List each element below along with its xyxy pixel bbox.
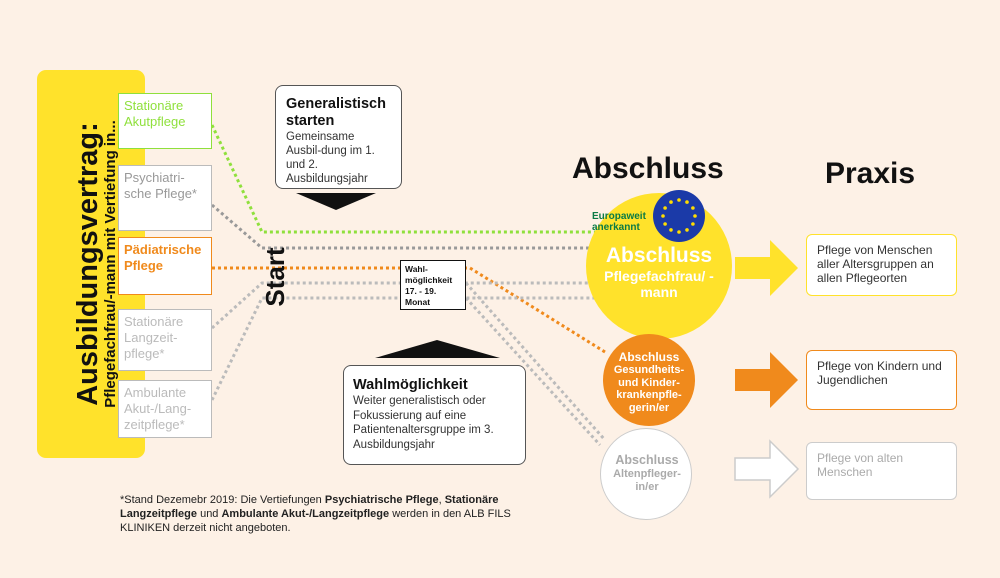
header-praxis: Praxis [825, 157, 916, 190]
practice-all-ages: Pflege von Menschen aller Altersgruppen … [806, 234, 957, 296]
degree-altenpflege: Abschluss Altenpfleger-in/er [600, 428, 692, 520]
degree-1-subtitle: Pflegefachfrau/ -mann [604, 268, 714, 300]
spec-paediatrie: Pädiatrische Pflege [118, 237, 212, 295]
start-label-box: Start [255, 237, 295, 317]
line-akutpflege [210, 124, 600, 234]
down-triangle [296, 193, 376, 210]
contract-title: Ausbildungsvertrag: [72, 122, 104, 406]
arrow-orange [735, 352, 798, 408]
footnote-b1: Psychiatrische Pflege [324, 494, 439, 506]
footnote: *Stand Dezemebr 2019: Die Vertiefungen P… [120, 493, 540, 535]
line-langzeit [210, 281, 600, 330]
contract-text: Ausbildungsvertrag: Pflegefachfrau/-mann… [72, 70, 119, 458]
degree-2-subtitle: Gesundheits- und Kinder-krankenpfle-geri… [613, 364, 685, 414]
degree-2-title: Abschluss [618, 350, 680, 364]
spec-psychiatrie: Psychiatri-sche Pflege* [118, 165, 212, 231]
footnote-mid: und [197, 508, 222, 520]
generalist-box: Generalistisch starten Gemeinsame Ausbil… [275, 85, 402, 189]
line-paediatrie [212, 266, 606, 354]
choice-point-text1: Wahl-möglichkeit [405, 264, 453, 285]
up-triangle [375, 340, 500, 358]
footnote-post: werden in den ALB FILS KLINIKEN derzeit … [120, 508, 511, 534]
practice-elderly: Pflege von alten Menschen [806, 442, 957, 500]
spec-akutpflege: Stationäre Akutpflege [118, 93, 212, 149]
footnote-pre: *Stand Dezemebr 2019: Die Vertiefungen [120, 494, 325, 506]
start-label: Start [260, 247, 290, 307]
arrow-yellow [735, 240, 798, 296]
line-alten-1 [464, 282, 607, 441]
degree-1-title: Abschluss [605, 244, 713, 267]
degree-gesundheits-kinderkrankenpflege: Abschluss Gesundheits- und Kinder-kranke… [603, 334, 695, 426]
choice-text: Weiter generalistisch oder Fokussierung … [353, 395, 494, 451]
choice-point-box: Wahl-möglichkeit 17. - 19. Monat [400, 260, 466, 310]
arrow-white [734, 439, 800, 499]
footnote-sep1: , [438, 494, 442, 506]
contract-subtitle: Pflegefachfrau/-mann mit Vertiefung in..… [102, 120, 119, 408]
choice-point-text2: 17. - 19. Monat [405, 286, 437, 307]
eu-flag-icon [653, 190, 705, 242]
generalist-title: Generalistisch starten [286, 96, 386, 129]
footnote-b3: Ambulante Akut-/Langzeitpflege [221, 508, 390, 520]
practice-children: Pflege von Kindern und Jugendlichen [806, 350, 957, 410]
degree-3-title: Abschluss [615, 453, 679, 467]
line-ambulant [210, 296, 600, 401]
footnote-b2: Stationäre Langzeitpflege [120, 494, 499, 520]
spec-langzeit: Stationäre Langzeit-pflege* [118, 309, 212, 371]
generalist-text: Gemeinsame Ausbil-dung im 1. und 2. Ausb… [286, 131, 375, 185]
degree-3-subtitle: Altenpfleger-in/er [613, 468, 681, 493]
header-abschluss: Abschluss [572, 152, 724, 185]
choice-title: Wahlmöglichkeit [353, 377, 468, 393]
spec-ambulant: Ambulante Akut-/Lang-zeitpflege* [118, 380, 212, 438]
choice-box: Wahlmöglichkeit Weiter generalistisch od… [343, 365, 526, 465]
eu-badge-text: Europaweit anerkannt [592, 211, 646, 233]
